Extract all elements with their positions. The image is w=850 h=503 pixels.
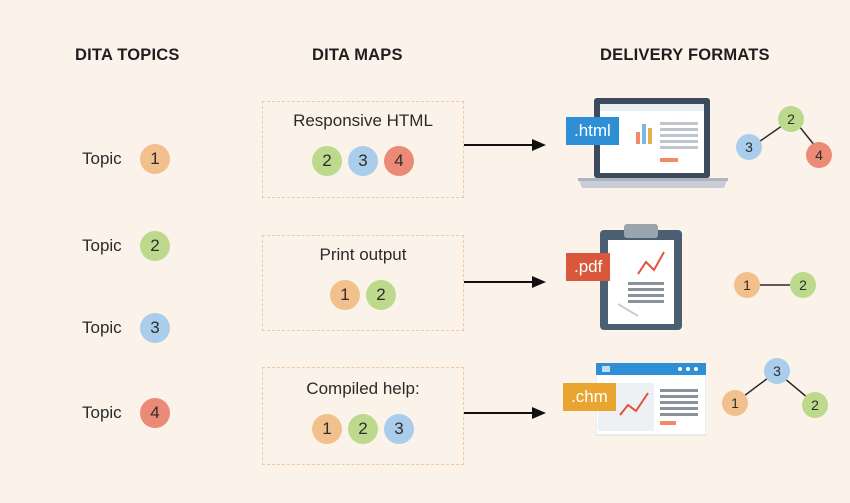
tree-connector-lines (743, 377, 809, 399)
header-dita-topics: DITA TOPICS (75, 46, 180, 64)
topic-label: Topic (82, 403, 122, 422)
topic-tree-html: 2 3 4 (736, 104, 836, 170)
map-topic-badge: 1 (330, 280, 360, 310)
topic-label: Topic (82, 236, 122, 255)
tree-node: 2 (778, 106, 804, 132)
header-delivery-formats: DELIVERY FORMATS (600, 46, 770, 64)
map-topic-badge: 2 (312, 146, 342, 176)
map-topic-badge: 4 (384, 146, 414, 176)
map-box-compiled-help: Compiled help: 1 2 3 (262, 367, 464, 465)
tree-node: 3 (736, 134, 762, 160)
tree-node: 2 (802, 392, 828, 418)
tree-node: 1 (722, 390, 748, 416)
arrow-right-icon (464, 407, 546, 419)
arrow-right-icon (464, 276, 546, 288)
map-topic-list: 2 3 4 (263, 146, 463, 176)
topic-tree-chm: 3 1 2 (720, 356, 832, 422)
topic-number-badge: 4 (140, 398, 170, 428)
topic-number-badge: 1 (140, 144, 170, 174)
topic-number-badge: 2 (140, 231, 170, 261)
format-badge-pdf: .pdf (566, 253, 611, 281)
topic-row-1: Topic 1 (82, 143, 170, 175)
map-topic-list: 1 2 3 (263, 414, 463, 444)
topic-label: Topic (82, 149, 122, 168)
map-title: Compiled help: (306, 379, 420, 398)
tree-node: 2 (790, 272, 816, 298)
header-dita-maps: DITA MAPS (312, 46, 403, 64)
tree-connector-lines (758, 284, 790, 286)
map-box-responsive-html: Responsive HTML 2 3 4 (262, 101, 464, 198)
topic-label: Topic (82, 318, 122, 337)
tree-node: 4 (806, 142, 832, 168)
topic-row-3: Topic 3 (82, 312, 170, 344)
map-topic-badge: 2 (348, 414, 378, 444)
topic-number-badge: 3 (140, 313, 170, 343)
map-topic-badge: 2 (366, 280, 396, 310)
topic-row-2: Topic 2 (82, 230, 170, 262)
format-badge-html: .html (566, 117, 619, 145)
format-badge-chm: .chm (563, 383, 616, 411)
topic-tree-pdf: 1 2 (734, 270, 818, 300)
arrow-right-icon (464, 139, 546, 151)
map-topic-badge: 1 (312, 414, 342, 444)
map-title: Responsive HTML (293, 111, 433, 130)
map-topic-list: 1 2 (263, 280, 463, 310)
tree-node: 3 (764, 358, 790, 384)
map-topic-badge: 3 (384, 414, 414, 444)
map-box-print-output: Print output 1 2 (262, 235, 464, 331)
tree-node: 1 (734, 272, 760, 298)
map-title: Print output (319, 245, 407, 264)
map-topic-badge: 3 (348, 146, 378, 176)
clipboard-icon (600, 224, 682, 330)
topic-row-4: Topic 4 (82, 397, 170, 429)
